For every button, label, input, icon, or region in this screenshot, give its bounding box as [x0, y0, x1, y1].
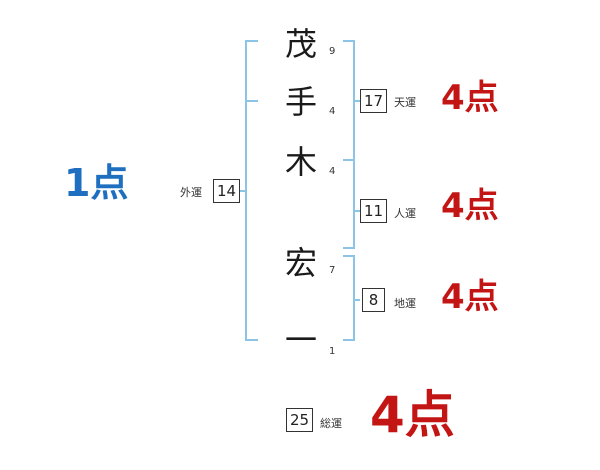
name-char-1: 茂	[284, 25, 317, 63]
gaikaku-label: 外運	[180, 186, 202, 199]
jinkaku-bracket	[343, 159, 355, 249]
name-char-4: 宏	[284, 244, 317, 282]
tenkaku-value-box: 17	[360, 89, 387, 113]
gaikaku-value-box: 14	[213, 179, 240, 203]
jinkaku-value-box: 11	[360, 199, 387, 223]
jinkaku-label: 人運	[394, 207, 416, 220]
name-char-5: 一	[284, 321, 317, 359]
tenkaku-score: 4点	[441, 78, 499, 118]
stroke-count-3: 4	[329, 166, 336, 177]
stroke-count-1: 9	[329, 46, 336, 57]
soukaku-value-box: 25	[286, 408, 313, 432]
chikaku-bracket	[343, 255, 355, 341]
stroke-count-5: 1	[329, 346, 336, 357]
gaikaku-bracket	[245, 40, 258, 341]
soukaku-score: 4点	[370, 386, 455, 444]
soukaku-label: 総運	[320, 417, 342, 430]
jinkaku-score: 4点	[441, 186, 499, 226]
name-char-3: 木	[284, 143, 317, 181]
chikaku-label: 地運	[394, 297, 416, 310]
chikaku-score: 4点	[441, 277, 499, 317]
name-char-2: 手	[284, 83, 317, 121]
stroke-count-4: 7	[329, 265, 336, 276]
chikaku-value-box: 8	[362, 288, 385, 312]
stroke-count-2: 4	[329, 106, 336, 117]
tenkaku-bracket	[343, 40, 355, 161]
gaikaku-score: 1点	[64, 161, 129, 205]
tenkaku-label: 天運	[394, 96, 416, 109]
